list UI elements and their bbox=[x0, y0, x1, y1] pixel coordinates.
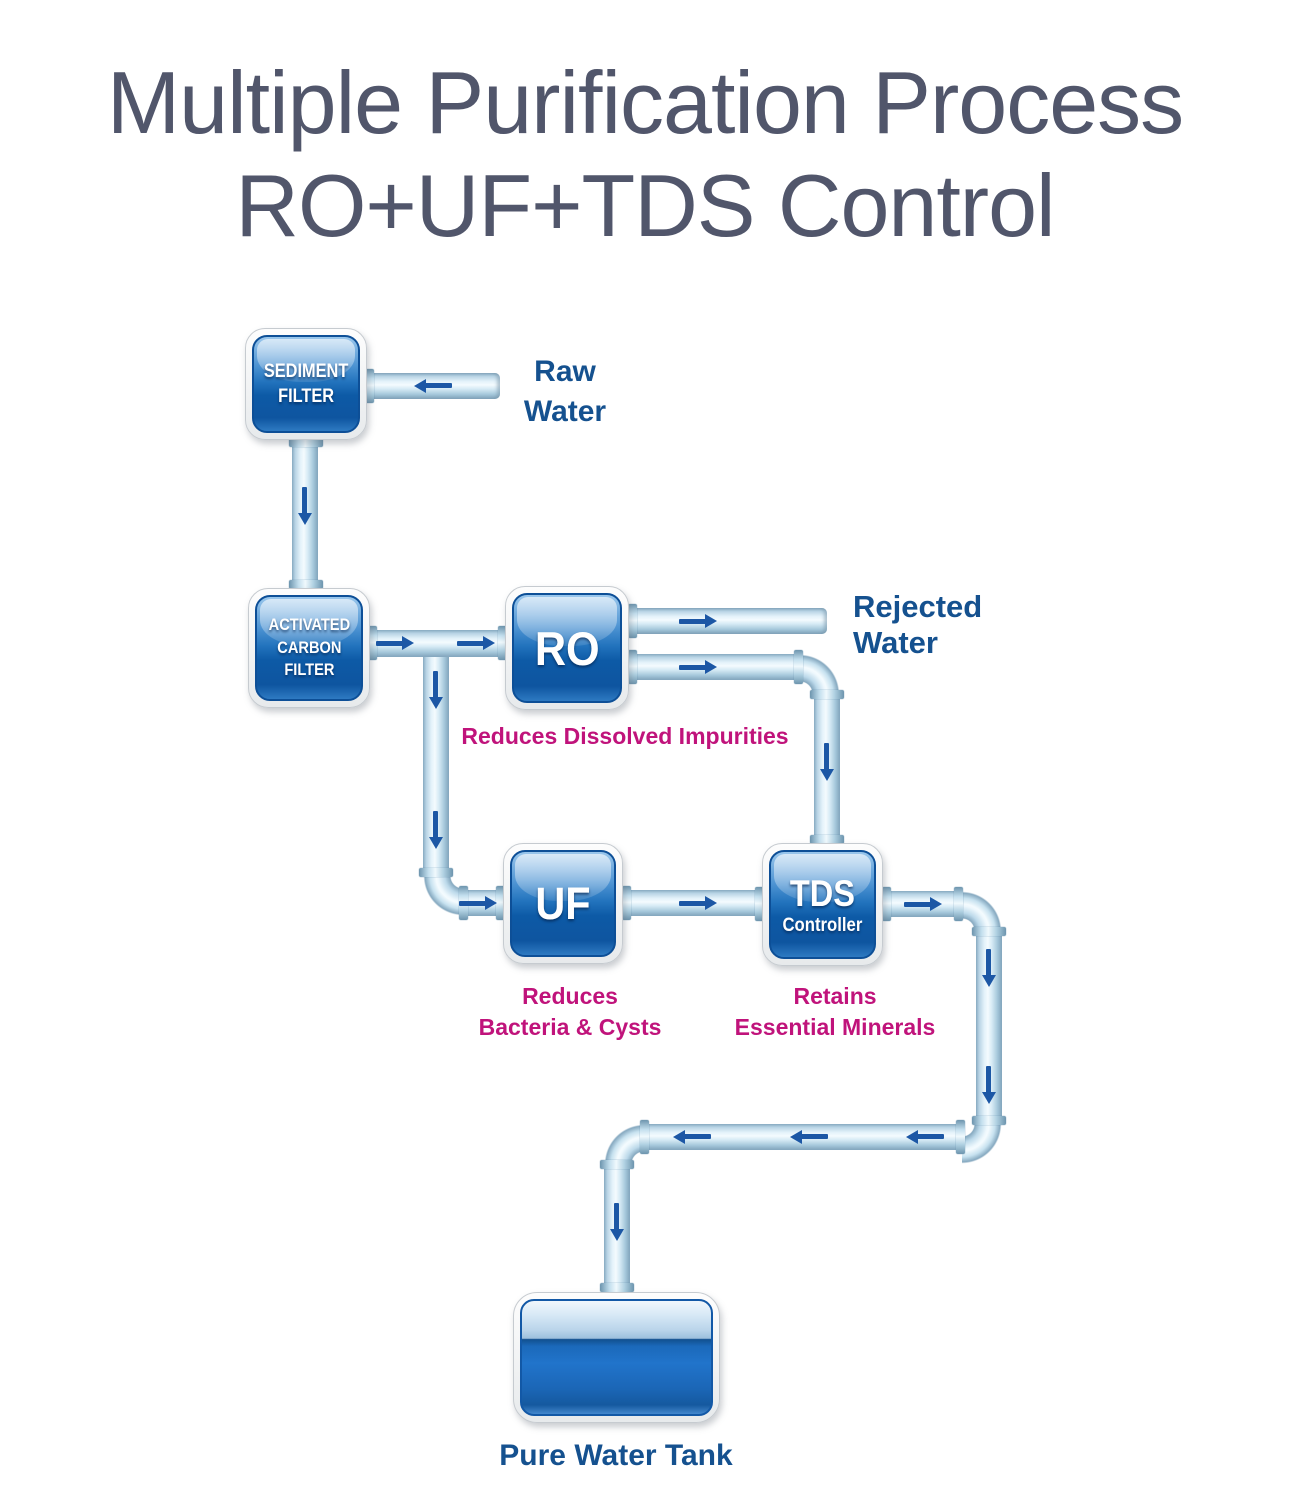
collar-elbow-tank-out bbox=[600, 1160, 634, 1169]
tds-controller-label: Controller bbox=[782, 914, 863, 936]
raw-water-line2: Water bbox=[523, 394, 607, 428]
uf-caption-line2: Bacteria & Cysts bbox=[478, 1014, 662, 1041]
uf-caption-line1: Reduces bbox=[522, 983, 618, 1009]
carbon-filter-label-line3: FILTER bbox=[283, 660, 335, 680]
collar-elbow-ro-in bbox=[794, 650, 803, 684]
arrow-right-icon bbox=[679, 613, 717, 629]
arrow-right-icon bbox=[679, 895, 717, 911]
sediment-filter-face: SEDIMENT FILTER bbox=[252, 335, 360, 433]
gloss-highlight bbox=[257, 339, 355, 383]
arrow-right-icon bbox=[904, 896, 942, 912]
rejected-water-line2: Water bbox=[853, 625, 938, 661]
ro-face: RO bbox=[512, 593, 622, 703]
ro-node: RO bbox=[505, 586, 629, 710]
elbow-left-to-down bbox=[604, 1124, 644, 1164]
pure-water-tank-node bbox=[513, 1292, 720, 1423]
rejected-water-line1: Rejected bbox=[853, 589, 983, 624]
title-line1: Multiple Purification Process bbox=[106, 53, 1184, 152]
activated-carbon-filter-face: ACTIVATED CARBON FILTER bbox=[255, 595, 363, 701]
collar-elbow-uf-in bbox=[419, 868, 453, 877]
gloss-highlight bbox=[774, 854, 871, 903]
collar-uf-right bbox=[622, 886, 631, 920]
raw-water-label: Raw Water bbox=[495, 352, 635, 431]
arrow-down-icon bbox=[428, 811, 444, 849]
uf-node: UF bbox=[503, 843, 623, 964]
tds-label: TDS bbox=[789, 872, 856, 914]
activated-carbon-filter-node: ACTIVATED CARBON FILTER bbox=[248, 588, 370, 708]
tds-caption-line2: Essential Minerals bbox=[734, 1014, 936, 1041]
uf-caption: Reduces Bacteria & Cysts bbox=[420, 981, 720, 1043]
arrow-down-icon bbox=[819, 743, 835, 781]
sediment-filter-label-line2: FILTER bbox=[278, 386, 334, 407]
collar-carbon-right bbox=[368, 626, 377, 660]
collar-uf-left bbox=[496, 886, 505, 920]
ro-label: RO bbox=[534, 621, 600, 675]
rejected-water-label: Rejected Water bbox=[853, 589, 1073, 662]
collar-tank-top bbox=[600, 1283, 634, 1292]
collar-tds-left bbox=[755, 887, 764, 921]
collar-ro-right-top bbox=[628, 604, 637, 638]
sediment-filter-node: SEDIMENT FILTER bbox=[245, 328, 367, 440]
collar-tds-top bbox=[810, 835, 844, 844]
collar-sediment-bottom bbox=[289, 438, 323, 447]
collar-elbow-tank-in bbox=[640, 1120, 649, 1154]
tds-caption: Retains Essential Minerals bbox=[685, 981, 985, 1043]
elbow-down-to-right bbox=[423, 876, 463, 916]
ro-caption: Reduces Dissolved Impurities bbox=[461, 723, 789, 749]
arrow-right-icon bbox=[376, 635, 414, 651]
carbon-filter-label-line2: CARBON bbox=[276, 637, 342, 657]
page-title: Multiple Purification Process RO+UF+TDS … bbox=[0, 52, 1290, 258]
arrow-left-icon bbox=[790, 1129, 828, 1145]
collar-carbon-top bbox=[289, 580, 323, 589]
arrow-left-icon bbox=[414, 378, 452, 394]
collar-ro-left bbox=[498, 626, 507, 660]
tds-controller-face: TDS Controller bbox=[769, 850, 876, 959]
pipe-ro-rejected-water bbox=[624, 608, 827, 634]
uf-face: UF bbox=[510, 850, 616, 957]
elbow-right-to-down bbox=[800, 654, 840, 694]
uf-label: UF bbox=[535, 878, 591, 929]
arrow-right-icon bbox=[679, 659, 717, 675]
pure-water-tank-face bbox=[520, 1299, 713, 1416]
carbon-filter-label-line1: ACTIVATED bbox=[268, 615, 350, 635]
collar-tds-right bbox=[882, 887, 891, 921]
arrow-down-icon bbox=[428, 671, 444, 709]
arrow-left-icon bbox=[673, 1129, 711, 1145]
elbow-right-to-down-2 bbox=[962, 891, 1002, 931]
collar-elbow-ro-out bbox=[810, 690, 844, 699]
collar-elbow-right-in bbox=[954, 887, 963, 921]
title-line2: RO+UF+TDS Control bbox=[235, 155, 1055, 255]
gloss-highlight bbox=[517, 597, 617, 646]
gloss-highlight bbox=[260, 599, 358, 646]
collar-sediment-right bbox=[365, 369, 374, 403]
tds-controller-node: TDS Controller bbox=[762, 843, 883, 966]
arrow-right-icon bbox=[457, 635, 495, 651]
collar-ro-right-bottom bbox=[628, 650, 637, 684]
pure-water-tank-label: Pure Water Tank bbox=[499, 1439, 733, 1472]
raw-water-line1: Raw bbox=[534, 355, 596, 388]
collar-elbow-bottom-in bbox=[972, 1116, 1006, 1125]
collar-elbow-right-out bbox=[972, 927, 1006, 936]
tds-caption-line1: Retains bbox=[793, 983, 877, 1009]
collar-elbow-bottom-out bbox=[956, 1120, 965, 1154]
gloss-highlight bbox=[515, 854, 611, 902]
arrow-down-icon bbox=[297, 487, 313, 525]
sediment-filter-label-line1: SEDIMENT bbox=[263, 360, 349, 382]
arrow-left-icon bbox=[906, 1129, 944, 1145]
elbow-down-to-left bbox=[962, 1124, 1002, 1164]
arrow-down-icon bbox=[609, 1203, 625, 1241]
arrow-right-icon bbox=[459, 895, 497, 911]
arrow-down-icon bbox=[981, 1066, 997, 1104]
